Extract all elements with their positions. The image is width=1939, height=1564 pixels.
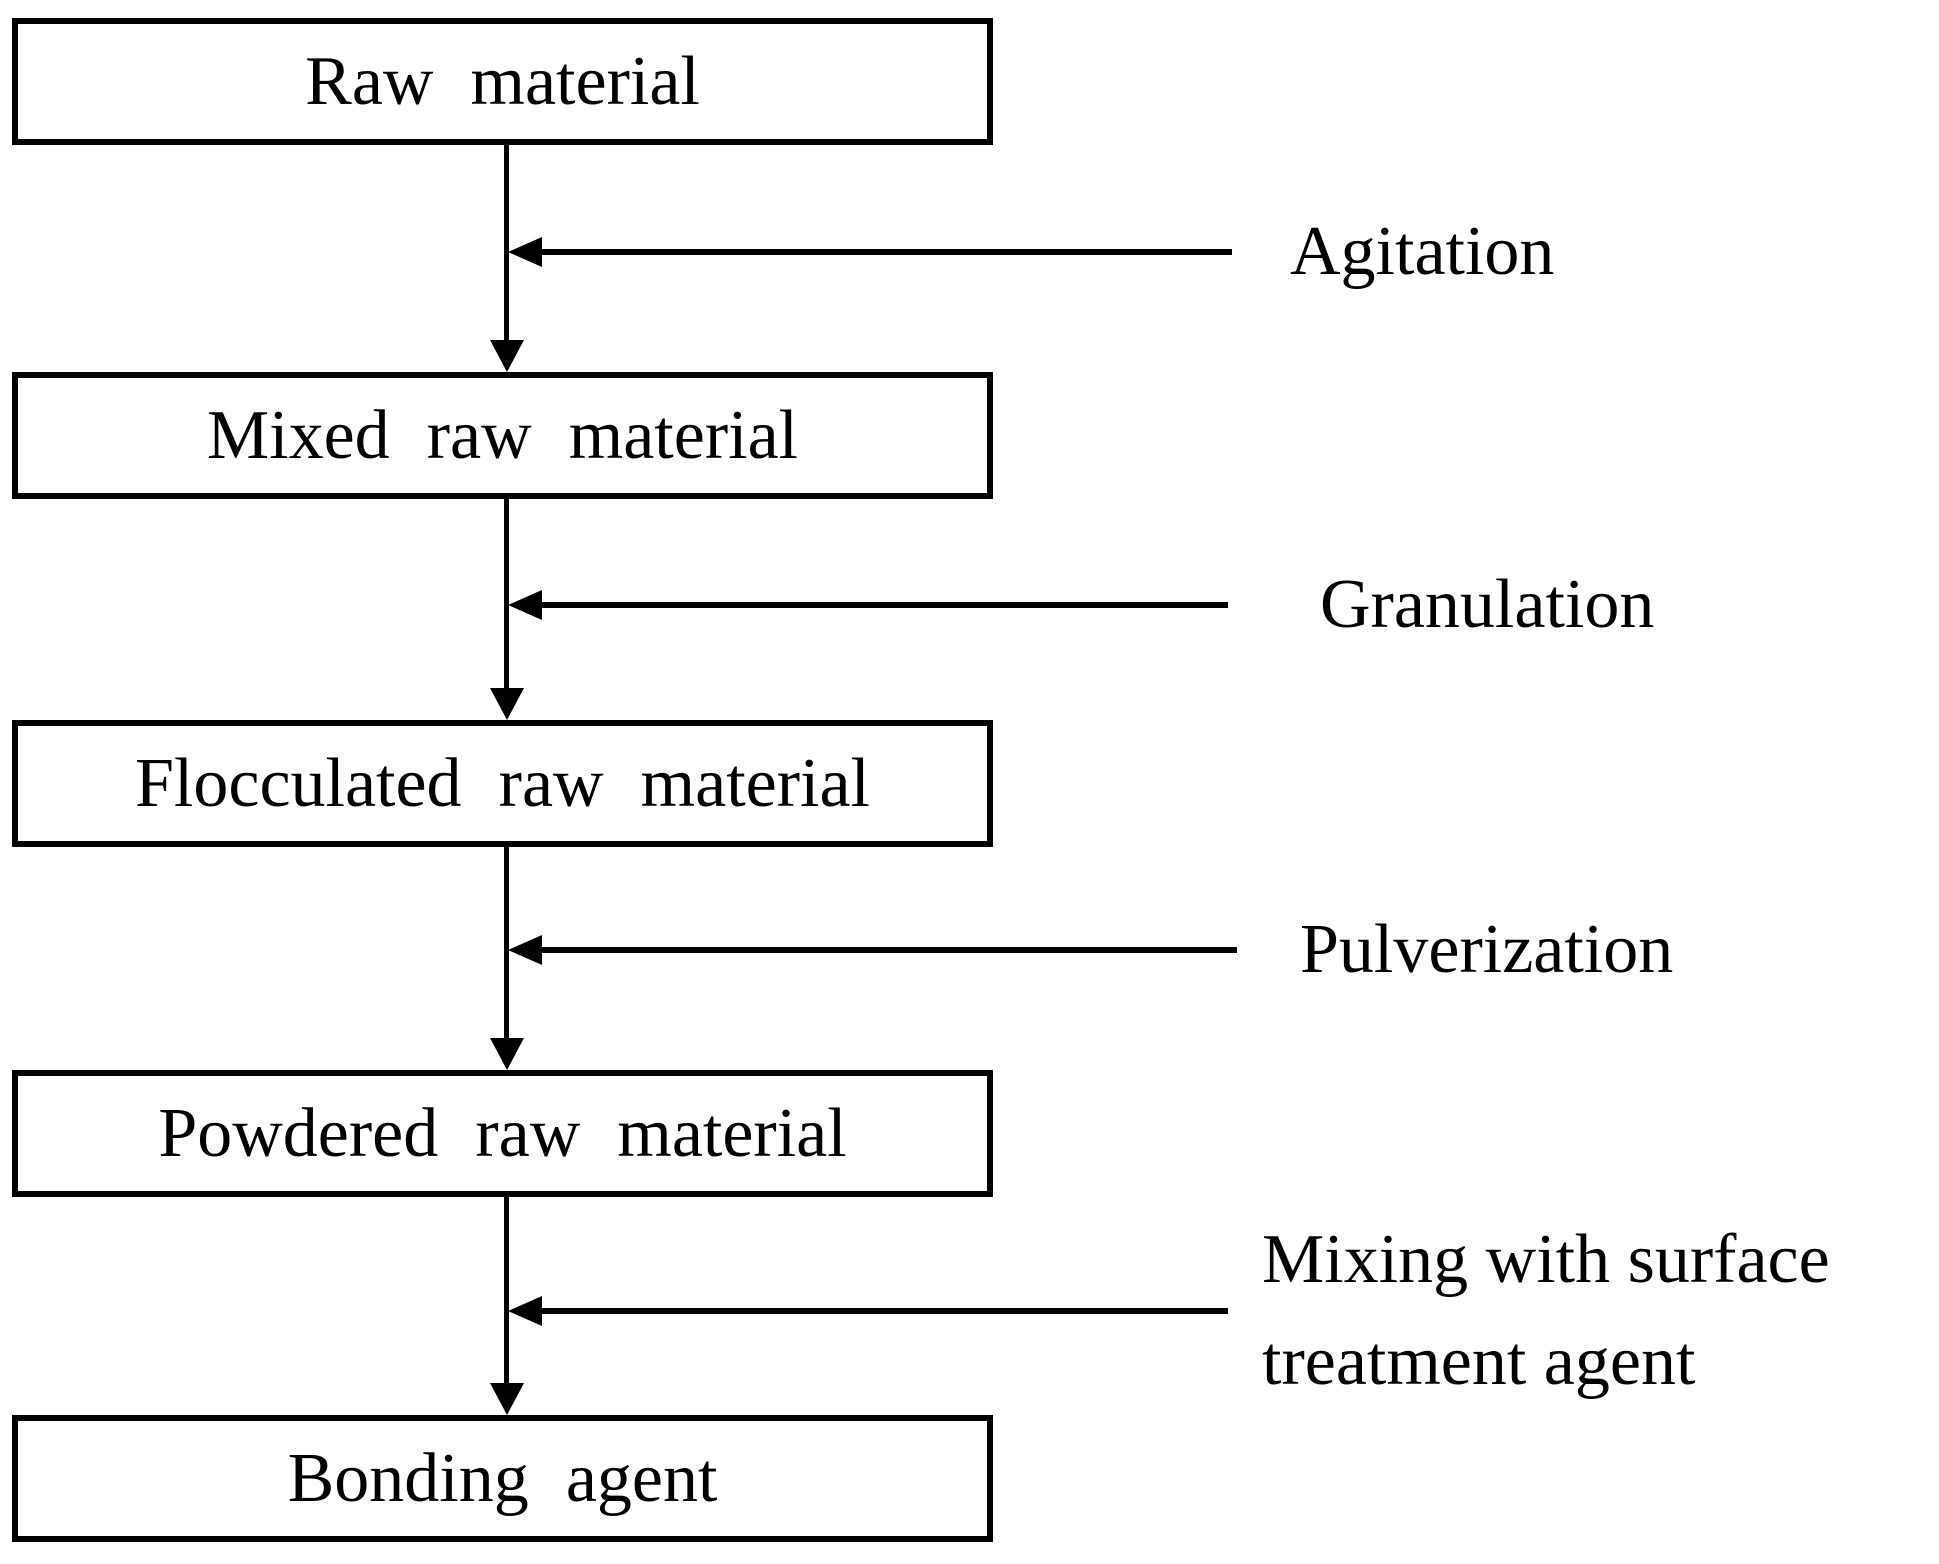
box-mixed-raw-material: Mixed raw material bbox=[12, 372, 993, 499]
process-label-text: Pulverization bbox=[1300, 911, 1674, 988]
process-label-pulverization: Pulverization bbox=[1300, 900, 1673, 1000]
arrow-down-icon bbox=[490, 688, 524, 720]
process-label-text-line1: Mixing with surface bbox=[1262, 1221, 1830, 1298]
arrow-left-icon bbox=[508, 935, 542, 965]
process-label-agitation: Agitation bbox=[1290, 202, 1554, 302]
arrow-down-icon bbox=[490, 1383, 524, 1415]
box-flocculated-raw-material: Flocculated raw material bbox=[12, 720, 993, 847]
box-bonding-agent: Bonding agent bbox=[12, 1415, 993, 1542]
arrow-left-icon bbox=[508, 1296, 542, 1326]
box-raw-material: Raw material bbox=[12, 18, 993, 145]
process-label-text-line2: treatment agent bbox=[1262, 1323, 1696, 1400]
process-label-text: Granulation bbox=[1320, 566, 1655, 643]
arrow-down-icon bbox=[490, 340, 524, 372]
process-label-granulation: Granulation bbox=[1320, 555, 1654, 655]
process-arrow-mixing bbox=[541, 1308, 1228, 1314]
process-arrow-granulation bbox=[541, 602, 1228, 608]
arrow-down-icon bbox=[490, 1038, 524, 1070]
process-label-mixing-with-surface-treatment-agent: Mixing with surface treatment agent bbox=[1262, 1209, 1830, 1413]
process-arrow-pulverization bbox=[541, 947, 1237, 953]
process-arrow-agitation bbox=[541, 249, 1232, 255]
connector-vertical-2 bbox=[504, 499, 509, 690]
connector-vertical-1 bbox=[504, 145, 509, 342]
connector-vertical-3 bbox=[504, 847, 509, 1040]
arrow-left-icon bbox=[508, 237, 542, 267]
process-label-text: Agitation bbox=[1290, 213, 1555, 290]
arrow-left-icon bbox=[508, 590, 542, 620]
connector-vertical-4 bbox=[504, 1197, 509, 1385]
box-powdered-raw-material: Powdered raw material bbox=[12, 1070, 993, 1197]
